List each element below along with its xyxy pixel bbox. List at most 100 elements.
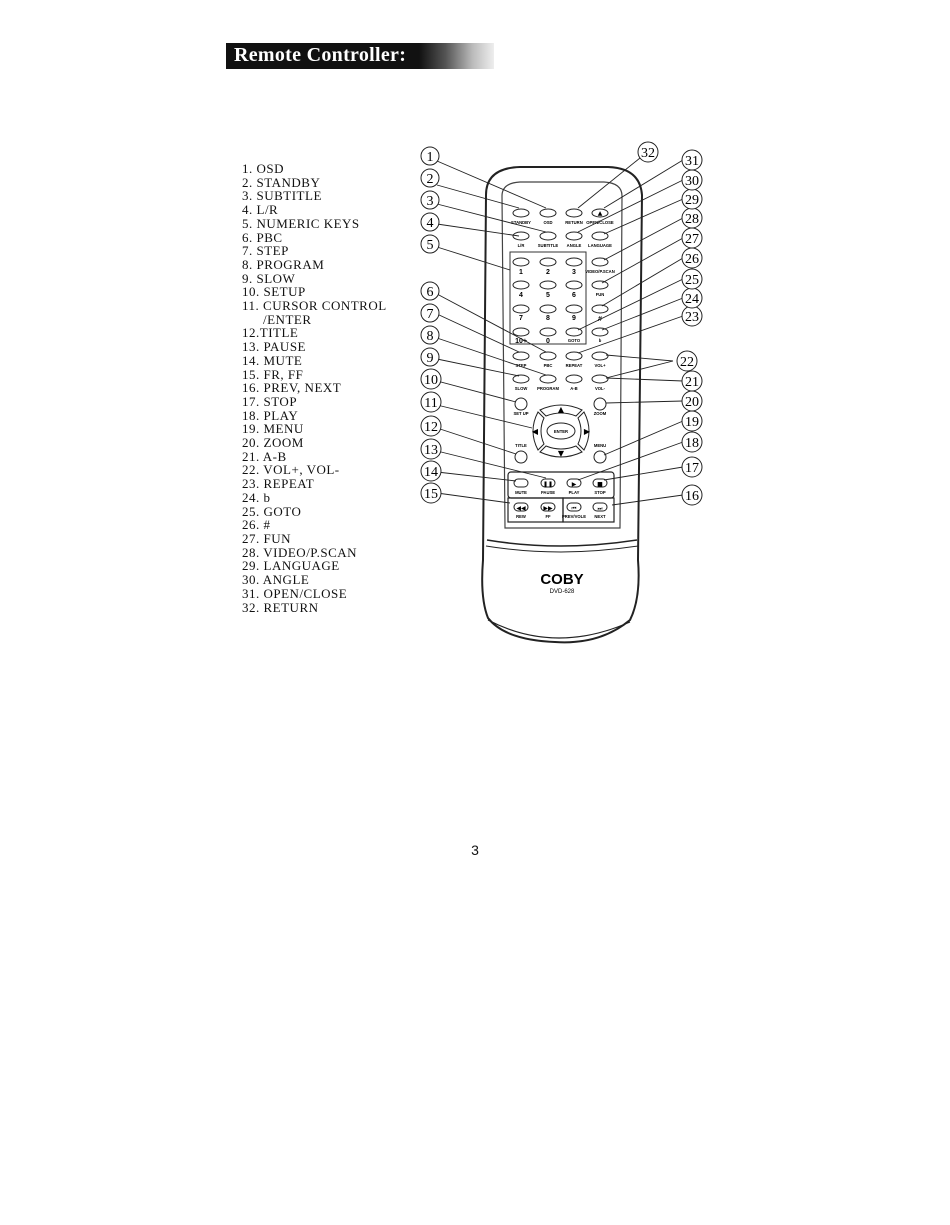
callout-circle bbox=[420, 146, 440, 166]
digit-2-button[interactable] bbox=[539, 257, 557, 267]
digit-5-button[interactable] bbox=[539, 280, 557, 290]
callout-line bbox=[605, 377, 684, 382]
lr-button[interactable] bbox=[512, 231, 530, 241]
remote-lower-band bbox=[485, 545, 639, 553]
repeat-button[interactable] bbox=[565, 351, 583, 361]
callout-circle bbox=[637, 141, 659, 163]
legend-item: /ENTER bbox=[263, 311, 312, 327]
standby-button[interactable] bbox=[512, 208, 530, 218]
zoom-label: ZOOM bbox=[594, 411, 607, 416]
legend-item: 25. GOTO bbox=[242, 503, 302, 519]
subtitle-button[interactable] bbox=[539, 231, 557, 241]
legend-item: 16. PREV, NEXT bbox=[242, 380, 342, 396]
callout-number: 30 bbox=[685, 174, 699, 189]
callout-line bbox=[436, 358, 520, 377]
callout-number: 19 bbox=[685, 415, 699, 430]
b-button[interactable] bbox=[591, 327, 609, 337]
return-button[interactable] bbox=[565, 208, 583, 218]
open-close-button[interactable] bbox=[591, 208, 609, 218]
ab-button[interactable] bbox=[565, 374, 583, 384]
legend-item: 15. FR, FF bbox=[242, 366, 304, 382]
play-button[interactable] bbox=[566, 478, 582, 488]
vol-up-label: VOL+ bbox=[594, 363, 606, 368]
zoom-button[interactable] bbox=[593, 397, 607, 411]
legend-item: 19. MENU bbox=[242, 421, 304, 437]
rew-button[interactable] bbox=[513, 502, 529, 512]
callout-number: 9 bbox=[427, 351, 434, 366]
digit-8-button[interactable] bbox=[539, 304, 557, 314]
hash-button[interactable] bbox=[591, 304, 609, 314]
osd-button[interactable] bbox=[539, 208, 557, 218]
legend-item: 23. REPEAT bbox=[242, 476, 315, 492]
digit-4-button[interactable] bbox=[512, 280, 530, 290]
prev-button[interactable] bbox=[566, 502, 582, 512]
numeric-keypad: 1 2 3 4 5 6 7 8 9 10+ 0 bbox=[512, 257, 583, 345]
fun-button[interactable] bbox=[591, 280, 609, 290]
program-button[interactable] bbox=[539, 374, 557, 384]
callout-line bbox=[436, 337, 547, 376]
callout-line bbox=[601, 237, 684, 284]
legend-item: 31. OPEN/CLOSE bbox=[242, 585, 348, 601]
angle-button[interactable] bbox=[565, 231, 583, 241]
cursor-down-button[interactable] bbox=[539, 445, 583, 458]
legend-item: 21. A-B bbox=[242, 448, 287, 464]
seek-buttons: ◀◀ ▶▶ ⏮ ⏭ REW FF PREV/VOLE NEXT bbox=[513, 502, 608, 519]
cursor-left-button[interactable] bbox=[532, 411, 545, 451]
setup-button[interactable] bbox=[514, 397, 528, 411]
ff-button[interactable] bbox=[540, 502, 556, 512]
program-label: PROGRAM bbox=[537, 386, 559, 391]
legend-item: 27. FUN bbox=[242, 530, 292, 546]
legend-item: 20. ZOOM bbox=[242, 435, 304, 451]
cursor-up-button[interactable] bbox=[539, 404, 583, 417]
enter-button[interactable] bbox=[546, 422, 576, 440]
callout-number: 17 bbox=[685, 461, 699, 476]
transport-buttons: ❚❚ ▶ ■ MUTE PAUSE PLAY STOP bbox=[513, 478, 608, 495]
callout-number: 22 bbox=[680, 355, 694, 370]
digit-label: 0 bbox=[546, 338, 550, 345]
callout-number: 11 bbox=[424, 396, 437, 411]
callout-number: 18 bbox=[685, 436, 699, 451]
title-label: TITLE bbox=[515, 443, 527, 448]
remote-bottom-curve bbox=[487, 619, 631, 639]
seek-frame-right bbox=[562, 497, 615, 523]
stop-button[interactable] bbox=[592, 478, 608, 488]
title-button[interactable] bbox=[514, 450, 528, 464]
digit-label: 6 bbox=[572, 292, 576, 299]
callout-number: 25 bbox=[685, 273, 699, 288]
digit-label: 2 bbox=[546, 269, 550, 276]
digit-6-button[interactable] bbox=[565, 280, 583, 290]
digit-1-button[interactable] bbox=[512, 257, 530, 267]
digit-3-button[interactable] bbox=[565, 257, 583, 267]
vol-down-button[interactable] bbox=[591, 374, 609, 384]
digit-10plus-button[interactable] bbox=[512, 327, 530, 337]
callout-line bbox=[436, 223, 520, 237]
callout-number: 16 bbox=[685, 489, 699, 504]
slow-button[interactable] bbox=[512, 374, 530, 384]
pbc-button[interactable] bbox=[539, 351, 557, 361]
callout-line bbox=[577, 157, 641, 209]
next-button[interactable] bbox=[592, 502, 608, 512]
model-number: DVD-628 bbox=[550, 589, 575, 595]
stop-label: STOP bbox=[594, 490, 606, 495]
callout-line bbox=[436, 313, 520, 353]
brand-logo: COBY bbox=[540, 571, 583, 588]
callout-circle bbox=[420, 212, 440, 232]
digit-0-button[interactable] bbox=[539, 327, 557, 337]
pause-icon: ❚❚ bbox=[543, 481, 553, 488]
callout-number: 15 bbox=[424, 487, 438, 502]
digit-9-button[interactable] bbox=[565, 304, 583, 314]
setup-label: SET UP bbox=[513, 411, 528, 416]
pause-button[interactable] bbox=[540, 478, 556, 488]
callout-line bbox=[436, 450, 547, 479]
callout-number: 32 bbox=[641, 146, 655, 161]
vol-up-button[interactable] bbox=[591, 351, 609, 361]
digit-7-button[interactable] bbox=[512, 304, 530, 314]
callout-lines bbox=[436, 157, 684, 506]
menu-button[interactable] bbox=[593, 450, 607, 464]
mute-button[interactable] bbox=[513, 478, 529, 488]
digit-label: 9 bbox=[572, 315, 576, 322]
cursor-right-button[interactable] bbox=[577, 411, 590, 451]
step-button[interactable] bbox=[512, 351, 530, 361]
callout-circle bbox=[420, 303, 440, 323]
